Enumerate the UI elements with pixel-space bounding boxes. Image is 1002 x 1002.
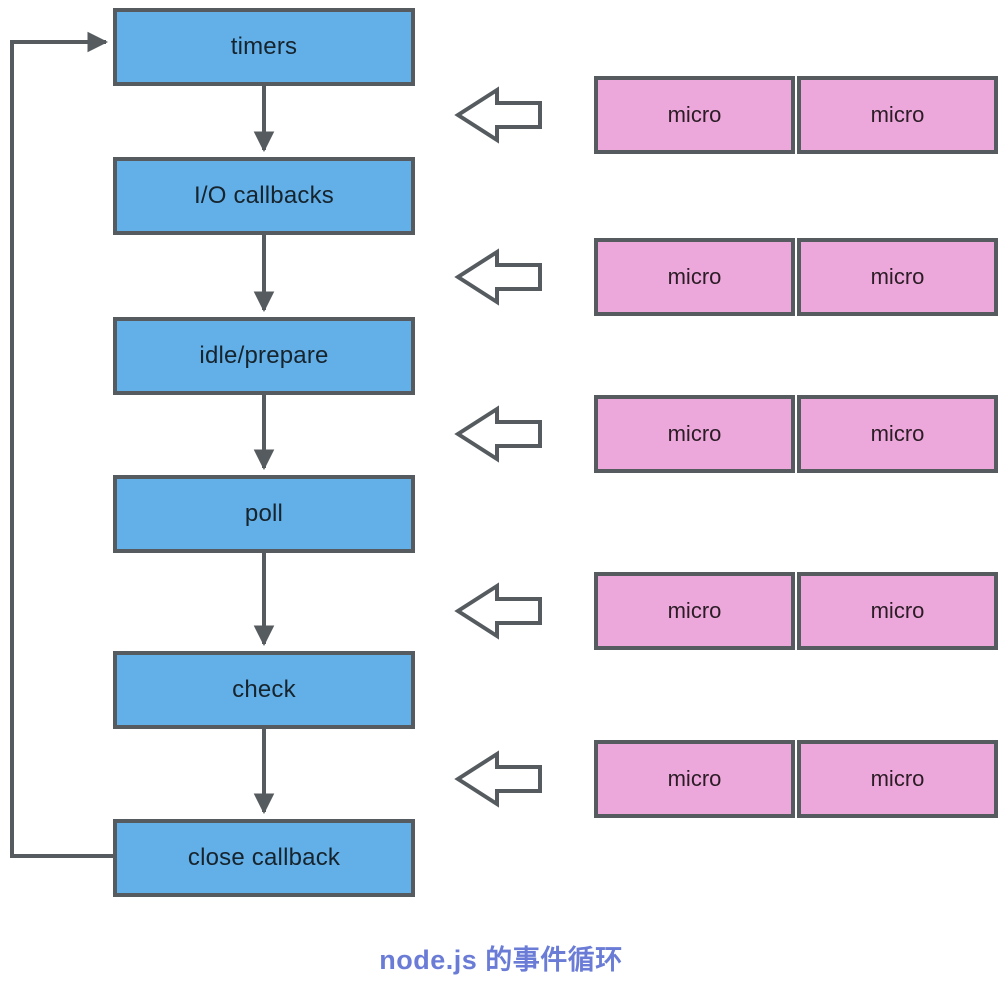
micro-task-box[interactable]: micro <box>797 76 998 154</box>
phase-label: close callback <box>187 844 341 871</box>
left-block-arrow-icon <box>454 582 542 640</box>
phase-label: timers <box>230 33 298 60</box>
phase-label: poll <box>244 500 284 527</box>
left-block-arrow-icon <box>454 248 542 306</box>
loop-arrow-close-callback-to-timers <box>10 31 113 858</box>
left-block-arrow-icon <box>454 405 542 463</box>
micro-task-label: micro <box>870 598 925 623</box>
phase-box-poll[interactable]: poll <box>113 475 415 553</box>
micro-task-label: micro <box>667 264 722 289</box>
micro-task-label: micro <box>667 421 722 446</box>
micro-task-box[interactable]: micro <box>797 740 998 818</box>
micro-task-box[interactable]: micro <box>594 572 795 650</box>
micro-arrow-row-3 <box>452 403 544 465</box>
micro-arrow-row-4 <box>452 580 544 642</box>
micro-arrow-row-1 <box>452 84 544 146</box>
diagram-caption: node.js 的事件循环 <box>379 945 623 975</box>
micro-task-box[interactable]: micro <box>594 740 795 818</box>
phase-label: idle/prepare <box>199 342 329 369</box>
left-block-arrow-icon <box>454 86 542 144</box>
micro-arrow-row-2 <box>452 246 544 308</box>
micro-task-label: micro <box>870 766 925 791</box>
micro-task-box[interactable]: micro <box>797 395 998 473</box>
phase-label: I/O callbacks <box>194 182 334 209</box>
micro-task-label: micro <box>870 102 925 127</box>
micro-task-box[interactable]: micro <box>797 238 998 316</box>
micro-task-label: micro <box>667 102 722 127</box>
phase-box-close-callback[interactable]: close callback <box>113 819 415 897</box>
phase-box-check[interactable]: check <box>113 651 415 729</box>
micro-task-box[interactable]: micro <box>594 395 795 473</box>
micro-task-label: micro <box>667 598 722 623</box>
micro-task-label: micro <box>870 421 925 446</box>
micro-task-box[interactable]: micro <box>594 76 795 154</box>
micro-task-label: micro <box>667 766 722 791</box>
micro-task-label: micro <box>870 264 925 289</box>
micro-task-box[interactable]: micro <box>594 238 795 316</box>
phase-box-timers[interactable]: timers <box>113 8 415 86</box>
phase-label: check <box>232 676 296 703</box>
micro-arrow-row-5 <box>452 748 544 810</box>
phase-box-io-callbacks[interactable]: I/O callbacks <box>113 157 415 235</box>
micro-task-box[interactable]: micro <box>797 572 998 650</box>
left-block-arrow-icon <box>454 750 542 808</box>
phase-box-idle-prepare[interactable]: idle/prepare <box>113 317 415 395</box>
